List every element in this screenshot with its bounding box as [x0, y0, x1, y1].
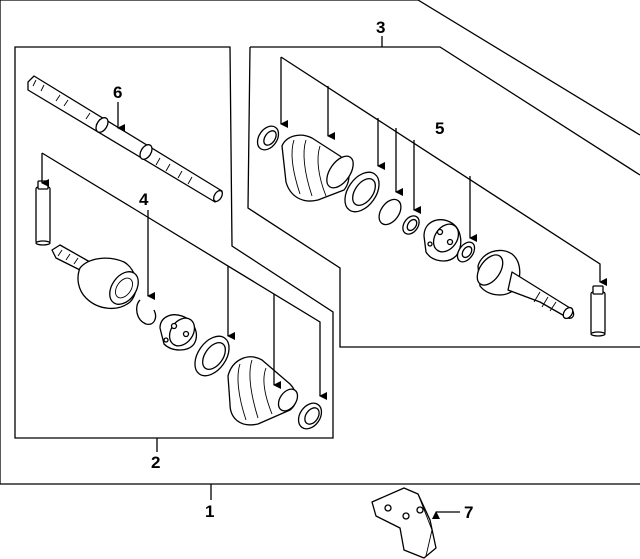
inner-race-bearing: [159, 314, 197, 351]
boot-clamp-inner-large: [344, 171, 380, 213]
outer-assembly-frame: [0, 0, 640, 485]
callout-2: 2: [151, 453, 160, 472]
callout-3: 3: [376, 18, 385, 37]
callout-6: 6: [113, 83, 122, 102]
leader-lines: [42, 36, 607, 519]
snap-ring-inner-c: [456, 241, 476, 263]
outer-cv-joint-housing: [51, 244, 139, 309]
callout-1: 1: [205, 502, 214, 521]
callout-4: 4: [139, 190, 149, 209]
snap-ring-left: [135, 299, 157, 325]
boot-clamp-outer-small: [297, 402, 323, 430]
outer-joint-kit-frame: [14, 46, 334, 439]
callout-7: 7: [464, 503, 473, 522]
grease-tube-right: [590, 285, 606, 337]
inner-cv-joint-housing: [476, 249, 575, 320]
outer-boot: [227, 356, 299, 426]
boot-clamp-inner-small: [256, 125, 280, 151]
grease-tube-left: [35, 180, 51, 246]
callout-5: 5: [435, 119, 444, 138]
inner-boot: [281, 134, 354, 202]
tripod-bearing: [423, 219, 462, 262]
snap-ring-inner-b: [402, 215, 420, 235]
mounting-bracket-part: [371, 487, 437, 559]
boot-clamp-outer-large: [194, 335, 230, 377]
snap-ring-inner-a: [378, 198, 402, 226]
drive-shaft-part: [27, 75, 223, 203]
inner-joint-kit-frame: [247, 46, 640, 348]
